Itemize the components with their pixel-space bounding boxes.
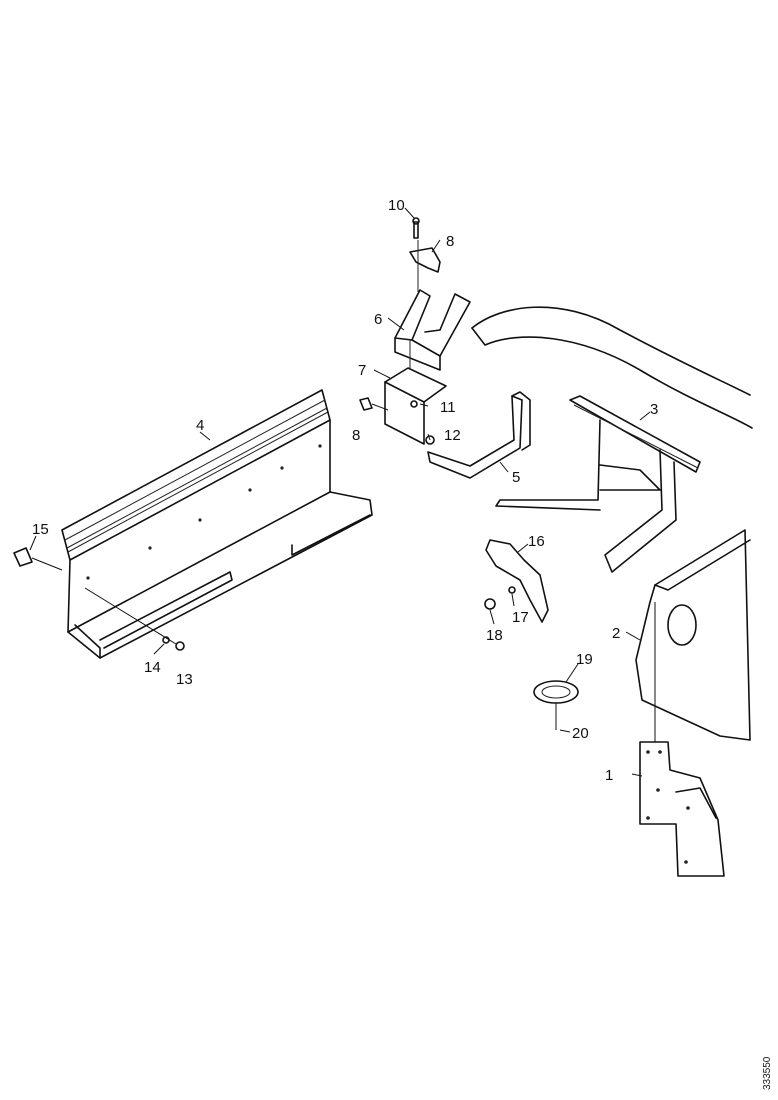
callout-19: 19 [576,651,593,668]
callout-3: 3 [650,401,658,418]
leader-lines [29,207,651,777]
background-outline [471,306,753,429]
part-1-plate [639,741,725,877]
part-4-channel [61,389,373,659]
callout-8-upper: 8 [446,233,454,250]
callout-10: 10 [388,197,405,214]
part-13-14-bolt [84,587,185,651]
part-15-plug [13,547,63,571]
part-10-bolt [412,217,420,239]
part-2-panel [635,529,751,742]
callout-7: 7 [358,362,366,379]
part-19-grommet [533,680,579,730]
part-9-nut [359,397,389,411]
part-3-frame [495,395,701,573]
callout-18: 18 [486,627,503,644]
callout-1: 1 [605,767,613,784]
callout-4: 4 [196,417,204,434]
callout-11: 11 [440,399,456,416]
part-11-12-hardware [410,400,435,445]
callout-labels: 1 2 3 4 5 6 7 8 8 10 11 12 13 14 15 16 1… [32,197,658,784]
callout-12: 12 [444,427,461,444]
part-16-bracket [484,539,549,623]
callout-13: 13 [176,671,193,688]
callout-14: 14 [144,659,161,676]
callout-2: 2 [612,625,620,642]
drawing-id: 333550 [762,1056,773,1090]
callout-8-lower: 8 [352,427,360,444]
part-6-bracket [394,240,471,371]
part-7-block [384,340,447,445]
callout-5: 5 [512,469,520,486]
callout-15: 15 [32,521,49,538]
callout-20: 20 [572,725,589,742]
callout-6: 6 [374,311,382,328]
part-5-bracket [427,391,531,479]
callout-16: 16 [528,533,545,550]
part-8-clip [409,247,441,273]
callout-17: 17 [512,609,529,626]
